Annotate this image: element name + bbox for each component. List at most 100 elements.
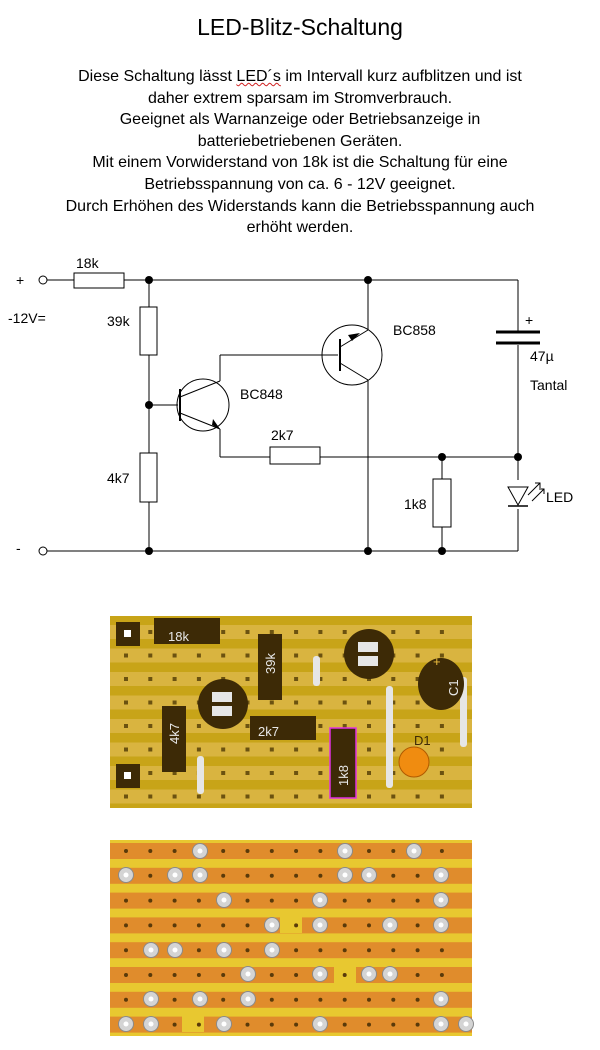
board-hole (221, 771, 226, 775)
board-hole (415, 677, 420, 681)
copper-hole (294, 948, 299, 953)
solder-joint-hole (148, 996, 154, 1002)
board-strip (110, 742, 472, 757)
solder-joint-hole (245, 971, 251, 977)
board-hole (318, 794, 323, 799)
board-hole (245, 794, 250, 799)
label-supply-voltage: -12V= (8, 310, 46, 326)
board-hole (318, 771, 323, 775)
board-hole (196, 677, 201, 681)
board-hole (391, 724, 396, 728)
part-label-cap-plus: + (433, 654, 441, 669)
solder-joint-hole (317, 897, 323, 903)
board-hole (221, 747, 226, 752)
board-hole (415, 630, 420, 634)
description-line-7: Durch Erhöhen des Widerstands kann die B… (65, 197, 535, 215)
label-led: LED (546, 489, 573, 505)
part-label-18k: 18k (168, 629, 189, 644)
led-light-arrows-icon (527, 482, 545, 502)
board-hole (318, 724, 323, 728)
description: Diese Schaltung lässt LED´s im Intervall… (0, 66, 600, 239)
solder-joint-hole (342, 848, 348, 854)
copper-hole (294, 973, 299, 977)
copper-hole (294, 898, 299, 903)
board-hole (148, 677, 153, 681)
part-label-c1: C1 (446, 679, 461, 696)
label-bc858: BC858 (393, 322, 436, 338)
board-hole (172, 700, 177, 705)
copper-hole (342, 1022, 347, 1027)
label-cap-type: Tantal (530, 377, 567, 393)
board-hole (367, 771, 371, 775)
copper-hole (148, 873, 153, 878)
board-hole (196, 794, 201, 799)
copper-hole (148, 898, 153, 903)
copper-hole (269, 973, 274, 977)
copper-hole (124, 997, 128, 1002)
description-line-2: daher extrem sparsam im Stromverbrauch. (147, 89, 453, 107)
copper-hole (148, 973, 153, 977)
board-hole (415, 700, 420, 705)
board-hole (245, 653, 250, 658)
copper-hole (415, 898, 420, 903)
board-hole (415, 653, 420, 658)
resistor-18k (73, 272, 125, 289)
copper-hole (294, 1022, 299, 1027)
description-line-1: Diese Schaltung lässt LED´s im Intervall… (0, 66, 600, 88)
copper-hole (124, 948, 128, 953)
label-bc848: BC848 (240, 386, 283, 402)
solder-joint-hole (366, 872, 372, 878)
board-hole (415, 794, 420, 799)
pnp-transistor-part (344, 629, 394, 679)
resistor-2k7-part (250, 716, 316, 740)
board-hole (148, 700, 153, 705)
solder-joint-hole (438, 996, 444, 1002)
board-hole (294, 653, 299, 658)
pnp-collector-lead (339, 362, 369, 381)
copper-hole (367, 997, 371, 1002)
capacitor-c1-part (418, 658, 464, 710)
solder-joint-hole (197, 872, 203, 878)
copper-hole (367, 1022, 371, 1027)
copper-hole (342, 997, 347, 1002)
copper-hole (124, 849, 128, 853)
board-hole (245, 630, 250, 634)
terminal-plus (38, 275, 48, 285)
copper-hole (269, 849, 274, 853)
board-hole (269, 747, 274, 752)
description-line-8: erhöht werden. (246, 219, 354, 237)
board-hole (294, 794, 299, 799)
copper-hole (318, 873, 323, 878)
copper-hole (294, 997, 299, 1002)
board-hole (172, 677, 177, 681)
copper-hole (391, 873, 396, 878)
part-label-d1: D1 (414, 733, 431, 748)
copper-hole (245, 898, 250, 903)
board-hole (439, 653, 444, 658)
board-hole (148, 794, 153, 799)
board-hole (391, 630, 396, 634)
pad-plus-hole (124, 630, 131, 637)
led-d1-part (398, 746, 430, 778)
solder-joint-hole (148, 1021, 154, 1027)
board-hole (148, 771, 153, 775)
copper-hole (124, 973, 128, 977)
board-hole (439, 630, 444, 634)
copper-hole (439, 849, 444, 853)
board-hole (318, 653, 323, 658)
board-hole (367, 724, 371, 728)
part-label-2k7: 2k7 (258, 724, 279, 739)
board-hole (318, 677, 323, 681)
resistor-4k7 (139, 452, 158, 503)
board-hole (391, 747, 396, 752)
solder-joint-hole (387, 922, 393, 928)
copper-strip (110, 942, 472, 959)
board-hole (172, 771, 177, 775)
board-hole (148, 653, 153, 658)
board-hole (294, 677, 299, 681)
spellcheck-word: LED´s (236, 68, 281, 85)
copper-hole (221, 873, 226, 878)
copper-hole (415, 997, 420, 1002)
label-plus: + (16, 272, 24, 288)
board-hole (172, 794, 177, 799)
